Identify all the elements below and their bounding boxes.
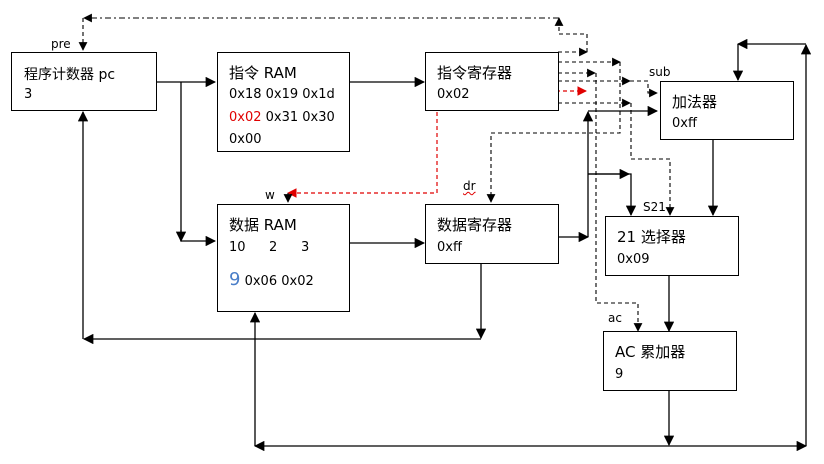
data-ram-cell: 2 xyxy=(269,240,278,255)
block-instruction-ram: 指令 RAM 0x18 0x19 0x1d 0x02 0x31 0x30 0x0… xyxy=(217,52,350,152)
ir-value: 0x02 xyxy=(437,87,470,102)
data-ram-row-2: 9 0x06 0x02 xyxy=(229,269,314,290)
pc-value: 3 xyxy=(24,87,33,102)
ac-title: AC 累加器 xyxy=(615,343,686,361)
adder-title: 加法器 xyxy=(672,93,718,111)
mux-value: 0x09 xyxy=(617,252,650,267)
signal-label-pre: pre xyxy=(51,37,71,51)
data-ram-row-2-rest: 0x06 0x02 xyxy=(240,274,314,289)
signal-label-w: w xyxy=(265,188,275,202)
pc-title: 程序计数器 pc xyxy=(24,67,116,83)
data-ram-title: 数据 RAM xyxy=(229,216,297,234)
mux-title: 21 选择器 xyxy=(617,228,686,246)
ctrl-ir-2-down xyxy=(486,62,621,203)
block-adder: 加法器 0xff xyxy=(660,81,794,140)
block-instruction-register: 指令寄存器 0x02 xyxy=(425,52,559,111)
dr-value: 0xff xyxy=(437,240,462,255)
wire-to-mux-a xyxy=(588,173,637,217)
ctrl-ir-5-down xyxy=(630,103,675,216)
highlight-ir-to-w xyxy=(287,91,438,198)
block-mux-selector: 21 选择器 0x09 xyxy=(605,216,739,276)
block-data-ram: 数据 RAM 10 2 3 9 0x06 0x02 xyxy=(217,204,350,312)
inst-ram-row-1: 0x18 0x19 0x1d xyxy=(229,87,335,102)
signal-label-dr: dr xyxy=(463,179,476,193)
inst-ram-title: 指令 RAM xyxy=(229,64,297,82)
dr-title: 数据寄存器 xyxy=(437,216,513,234)
signal-label-s21: S21 xyxy=(643,200,666,214)
adder-value: 0xff xyxy=(672,116,697,131)
signal-label-ac: ac xyxy=(608,311,622,325)
block-program-counter: 程序计数器 pc 3 xyxy=(11,52,157,111)
ac-value: 9 xyxy=(615,367,624,382)
data-ram-row-1: 10 2 3 xyxy=(229,240,309,255)
data-ram-cell: 3 xyxy=(301,240,310,255)
wire-pc-to-data-ram-branch xyxy=(180,82,217,247)
inst-ram-row-2: 0x02 0x31 0x30 xyxy=(229,110,335,125)
block-accumulator: AC 累加器 9 xyxy=(603,331,737,391)
signal-label-sub: sub xyxy=(649,65,671,79)
ctrl-ir-3-down xyxy=(595,73,643,332)
block-data-register: 数据寄存器 0xff xyxy=(425,204,559,264)
ir-title: 指令寄存器 xyxy=(437,64,513,82)
inst-ram-row-2-rest: 0x31 0x30 xyxy=(261,110,335,125)
ctrl-ir-1b xyxy=(558,22,588,52)
inst-ram-current-instruction: 0x02 xyxy=(229,110,262,125)
ctrl-sub-to-adder xyxy=(630,80,658,98)
data-ram-result-value: 9 xyxy=(229,269,241,290)
data-ram-cell: 10 xyxy=(229,240,246,255)
inst-ram-row-3: 0x00 xyxy=(229,132,262,147)
